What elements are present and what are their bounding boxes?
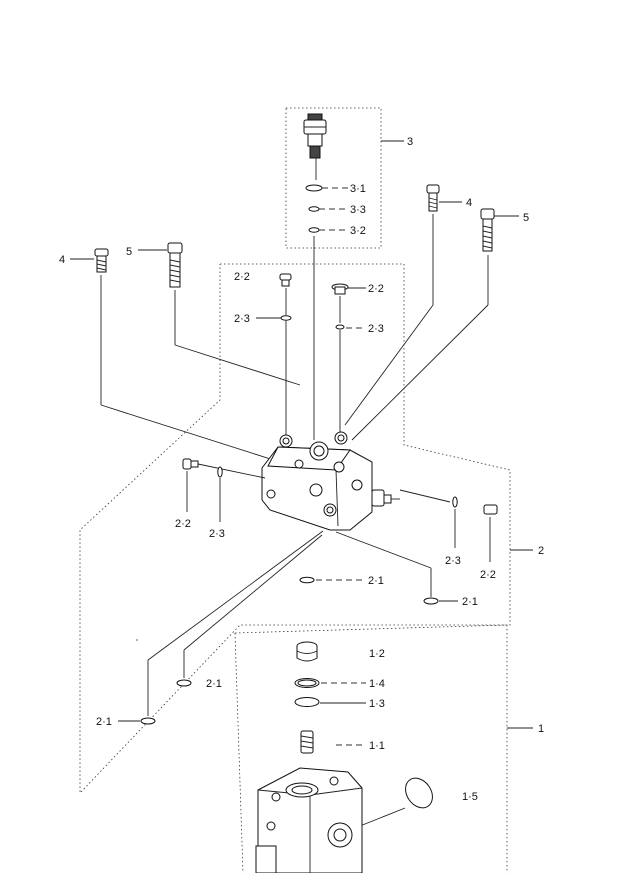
label-2-2-right: 2·2: [480, 569, 496, 581]
cartridge-valve-part-3: [303, 113, 327, 180]
valve-block-part-2: [261, 431, 400, 531]
screw-4-left: [70, 248, 284, 464]
housing-part-1: [255, 767, 363, 874]
label-2-1-middle: 2·1: [368, 575, 384, 587]
label-2-2-left: 2·2: [175, 518, 191, 530]
label-1-1: 1·1: [369, 740, 385, 752]
label-2-1-right: 2·1: [462, 596, 478, 608]
label-4-left: 4: [59, 254, 65, 266]
o-ring-2-1-center: [176, 534, 323, 687]
label-1-4: 1·4: [369, 678, 385, 690]
label-2-2-top-right: 2·2: [368, 283, 384, 295]
label-2: 2: [538, 545, 544, 557]
group-1-boundary: [234, 624, 508, 874]
label-1-3: 1·3: [369, 698, 385, 710]
label-1-5: 1·5: [462, 791, 478, 803]
o-ring-3-1: [305, 184, 348, 192]
label-2-2-top-left: 2·2: [234, 271, 250, 283]
o-ring-2-1-middle: [299, 576, 362, 584]
label-3: 3: [407, 136, 413, 148]
plug-2-2-top-right: [331, 283, 366, 323]
screw-5-left: [138, 242, 301, 386]
o-ring-2-3-top-right: [335, 324, 364, 440]
plug-2-2-left: [182, 458, 266, 512]
label-2-1-center: 2·1: [206, 678, 222, 690]
label-2-3-right: 2·3: [445, 555, 461, 567]
group-3-boundary: [285, 107, 382, 249]
label-4-right: 4: [466, 197, 472, 209]
label-2-3-left: 2·3: [209, 528, 225, 540]
spring-1-1: [300, 730, 366, 754]
o-ring-3-3: [308, 206, 348, 212]
label-1: 1: [538, 723, 544, 735]
label-1-2: 1·2: [369, 648, 385, 660]
label-2-3-top-right: 2·3: [368, 323, 384, 335]
o-ring-1-5: [359, 777, 433, 827]
plug-1-2: [296, 641, 318, 662]
label-2-3-top-left: 2·3: [234, 313, 250, 325]
label-3-1: 3·1: [350, 183, 366, 195]
o-ring-2-1-left: [118, 530, 324, 725]
plug-2-2-top-left: [279, 273, 292, 315]
label-3-2: 3·2: [350, 225, 366, 237]
label-2-1-left: 2·1: [96, 716, 112, 728]
group-2-boundary: [79, 263, 511, 794]
label-3-3: 3·3: [350, 204, 366, 216]
screw-4-right: [344, 184, 462, 426]
label-5-right: 5: [523, 212, 529, 224]
snap-ring-1-4: [294, 678, 366, 688]
o-ring-2-3-right: [399, 489, 458, 548]
o-ring-2-1-right: [335, 531, 458, 605]
callout-labels: 3 3·1 3·3 3·2 4 5 4 5 2·2 2·2 2·3 2·3 2·…: [59, 136, 544, 803]
screw-5-right: [351, 208, 519, 441]
o-ring-3-2: [308, 227, 348, 233]
plug-2-2-right: [483, 504, 498, 562]
label-5-left: 5: [126, 246, 132, 258]
o-ring-2-3-top-left: [256, 315, 292, 436]
o-ring-1-3: [294, 697, 366, 707]
o-ring-2-3-left: [217, 466, 223, 522]
